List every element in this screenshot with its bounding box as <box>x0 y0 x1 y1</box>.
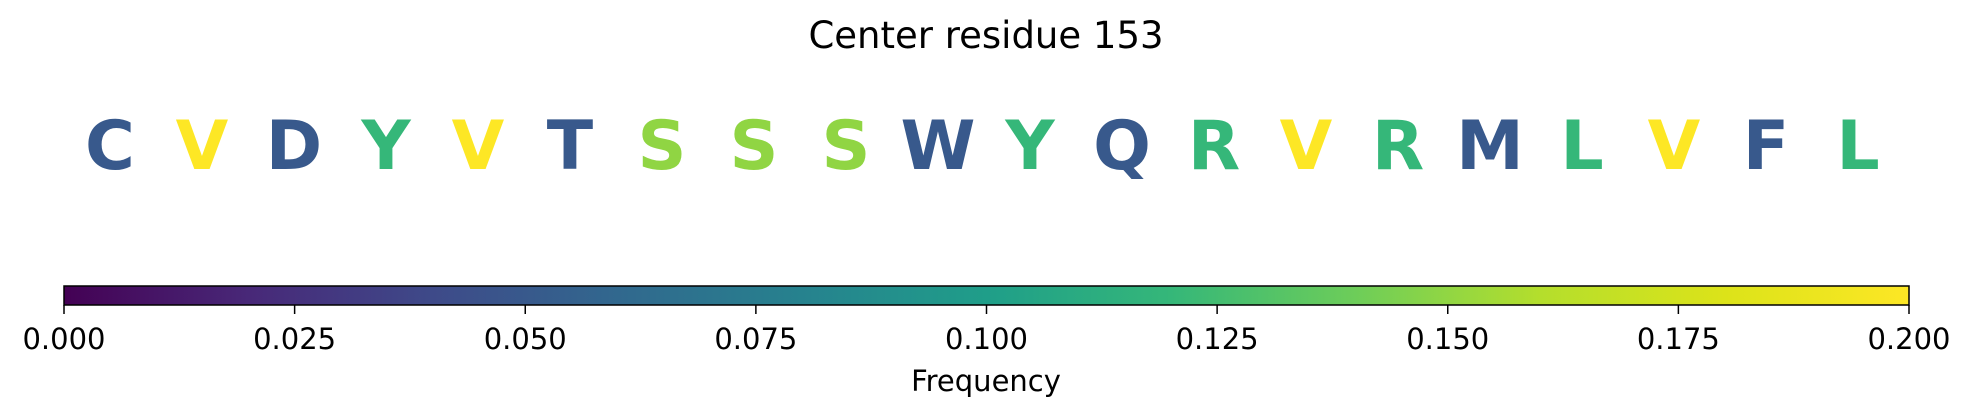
colorbar-tick-label: 0.075 <box>714 322 797 356</box>
colorbar-tick-label: 0.200 <box>1867 322 1950 356</box>
residue-letter: W <box>900 107 975 186</box>
colorbar: 0.000 0.025 0.050 0.075 0.100 0.125 0.150 0.175… <box>22 285 1951 398</box>
residue-letter: S <box>638 107 687 186</box>
residue-letter: F <box>1743 107 1789 186</box>
colorbar-tick-label: 0.175 <box>1637 322 1720 356</box>
colorbar-tick-label: 0.050 <box>484 322 567 356</box>
residue-letter: M <box>1456 107 1524 186</box>
colorbar-tick-label: 0.100 <box>945 322 1028 356</box>
residue-letter: V <box>1648 107 1701 186</box>
chart-title: Center residue 153 <box>808 14 1163 57</box>
colorbar-tick-label: 0.025 <box>253 322 336 356</box>
residue-letter: Y <box>1004 107 1055 186</box>
residue-letter: D <box>266 107 322 186</box>
colorbar-tick-label: 0.000 <box>22 322 105 356</box>
residue-letter: V <box>176 107 229 186</box>
residue-letter: C <box>85 107 135 186</box>
colorbar-gradient <box>64 286 1909 305</box>
colorbar-label: Frequency <box>911 364 1061 398</box>
residue-letter: R <box>1188 107 1240 186</box>
colorbar-tick-label: 0.150 <box>1406 322 1489 356</box>
residue-letter: R <box>1372 107 1424 186</box>
residue-letter: V <box>452 107 505 186</box>
residue-letter: V <box>1280 107 1333 186</box>
residue-letter: T <box>547 107 594 186</box>
residue-letter: L <box>1836 107 1879 186</box>
residue-letter: Q <box>1093 107 1151 186</box>
residue-letter: Y <box>360 107 411 186</box>
residue-letter: S <box>822 107 871 186</box>
residue-letter: L <box>1560 107 1603 186</box>
residue-letter: S <box>730 107 779 186</box>
colorbar-tick-label: 0.125 <box>1176 322 1259 356</box>
colorbar-ticks: 0.000 0.025 0.050 0.075 0.100 0.125 0.150 0.175… <box>22 305 1951 356</box>
